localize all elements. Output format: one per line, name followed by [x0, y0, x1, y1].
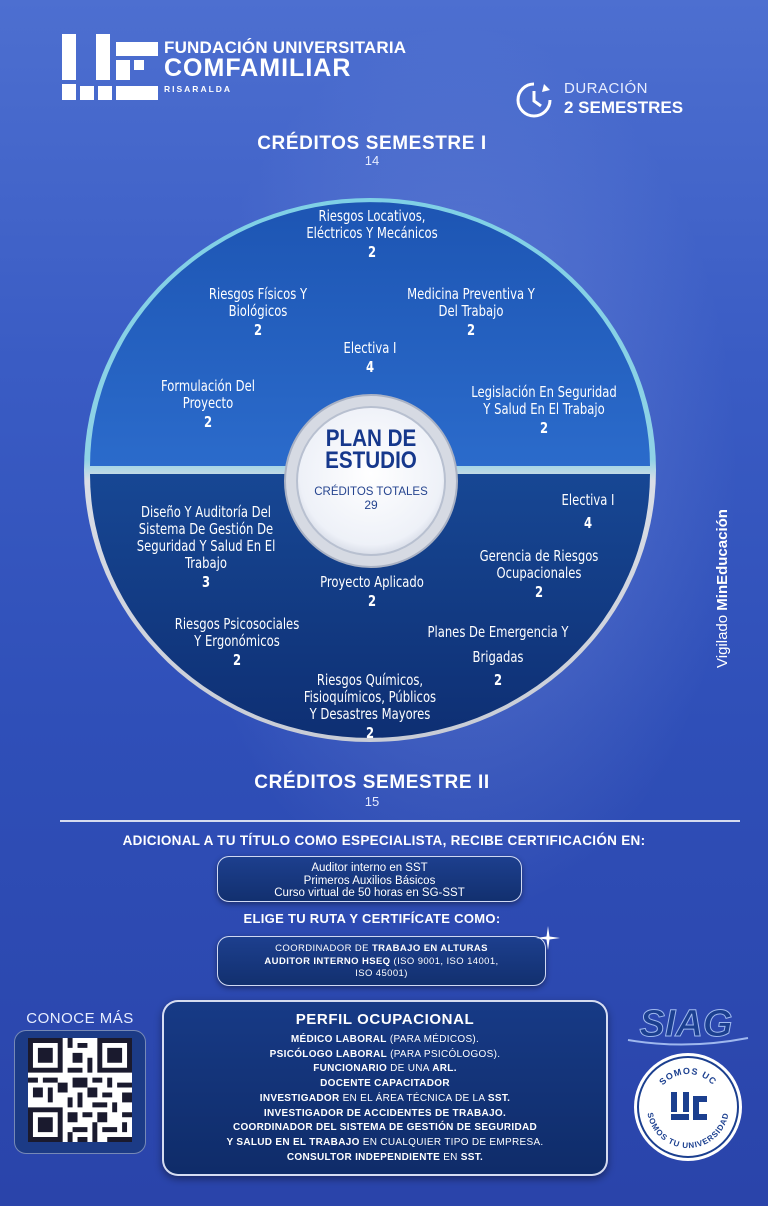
course-item: Legislación En Seguridad Y Salud En El T… [471, 383, 617, 437]
svg-text:SIAG: SIAG [640, 1003, 733, 1045]
siag-logo: SIAG [627, 1003, 749, 1046]
occupational-profile-list: MÉDICO LABORAL (PARA MÉDICOS). PSICÓLOGO… [226, 1034, 544, 1163]
certification-box: Auditor interno en SST Primeros Auxilios… [217, 856, 522, 902]
plan-center-disc [284, 394, 458, 568]
qr-code-icon[interactable] [28, 1038, 132, 1142]
certification-item: Primeros Auxilios Básicos [303, 874, 436, 887]
learn-more-label: CONOCE MÁS [26, 1010, 134, 1027]
course-item: Riesgos Locativos, Eléctricos Y Mecánico… [306, 207, 438, 261]
route-title: ELIGE TU RUTA Y CERTIFÍCATE COMO: [243, 911, 501, 926]
occupational-profile-box [162, 1000, 608, 1176]
logo-line3: RISARALDA [164, 84, 233, 94]
course-item: Riesgos Químicos, Fisioquímicos, Público… [303, 671, 437, 742]
semester2-title: CRÉDITOS SEMESTRE II [254, 772, 490, 793]
certification-title: ADICIONAL A TU TÍTULO COMO ESPECIALISTA,… [122, 833, 646, 848]
divider [60, 820, 740, 822]
logo-line1: FUNDACIÓN UNIVERSITARIA [164, 38, 407, 57]
clock-icon [516, 82, 552, 118]
occupational-profile-title: PERFIL OCUPACIONAL [295, 1011, 475, 1028]
sparkle-icon [536, 926, 560, 950]
somos-uc-badge: SOMOS UC SOMOS TU UNIVERSIDAD [634, 1053, 742, 1161]
duration-value: 2 SEMESTRES [564, 98, 684, 117]
vigilado-mineducacion: Vigilado MinEducación [714, 509, 731, 668]
semester1-credits: 14 [364, 153, 380, 168]
total-credits-label: CRÉDITOS TOTALES [314, 486, 428, 498]
logo-line2: COMFAMILIAR [164, 54, 352, 82]
route-box: COORDINADOR DE TRABAJO EN ALTURAS AUDITO… [217, 936, 546, 986]
certification-item: Auditor interno en SST [311, 862, 428, 874]
uc-logo-icon [62, 34, 158, 100]
certification-item: Curso virtual de 50 horas en SG-SST [274, 887, 465, 899]
course-item: Diseño Y Auditoría Del Sistema De Gestió… [136, 503, 276, 591]
duration-label: DURACIÓN [564, 80, 649, 97]
total-credits-value: 29 [364, 498, 378, 512]
semester1-title: CRÉDITOS SEMESTRE I [257, 133, 487, 154]
semester2-credits: 15 [364, 794, 380, 809]
